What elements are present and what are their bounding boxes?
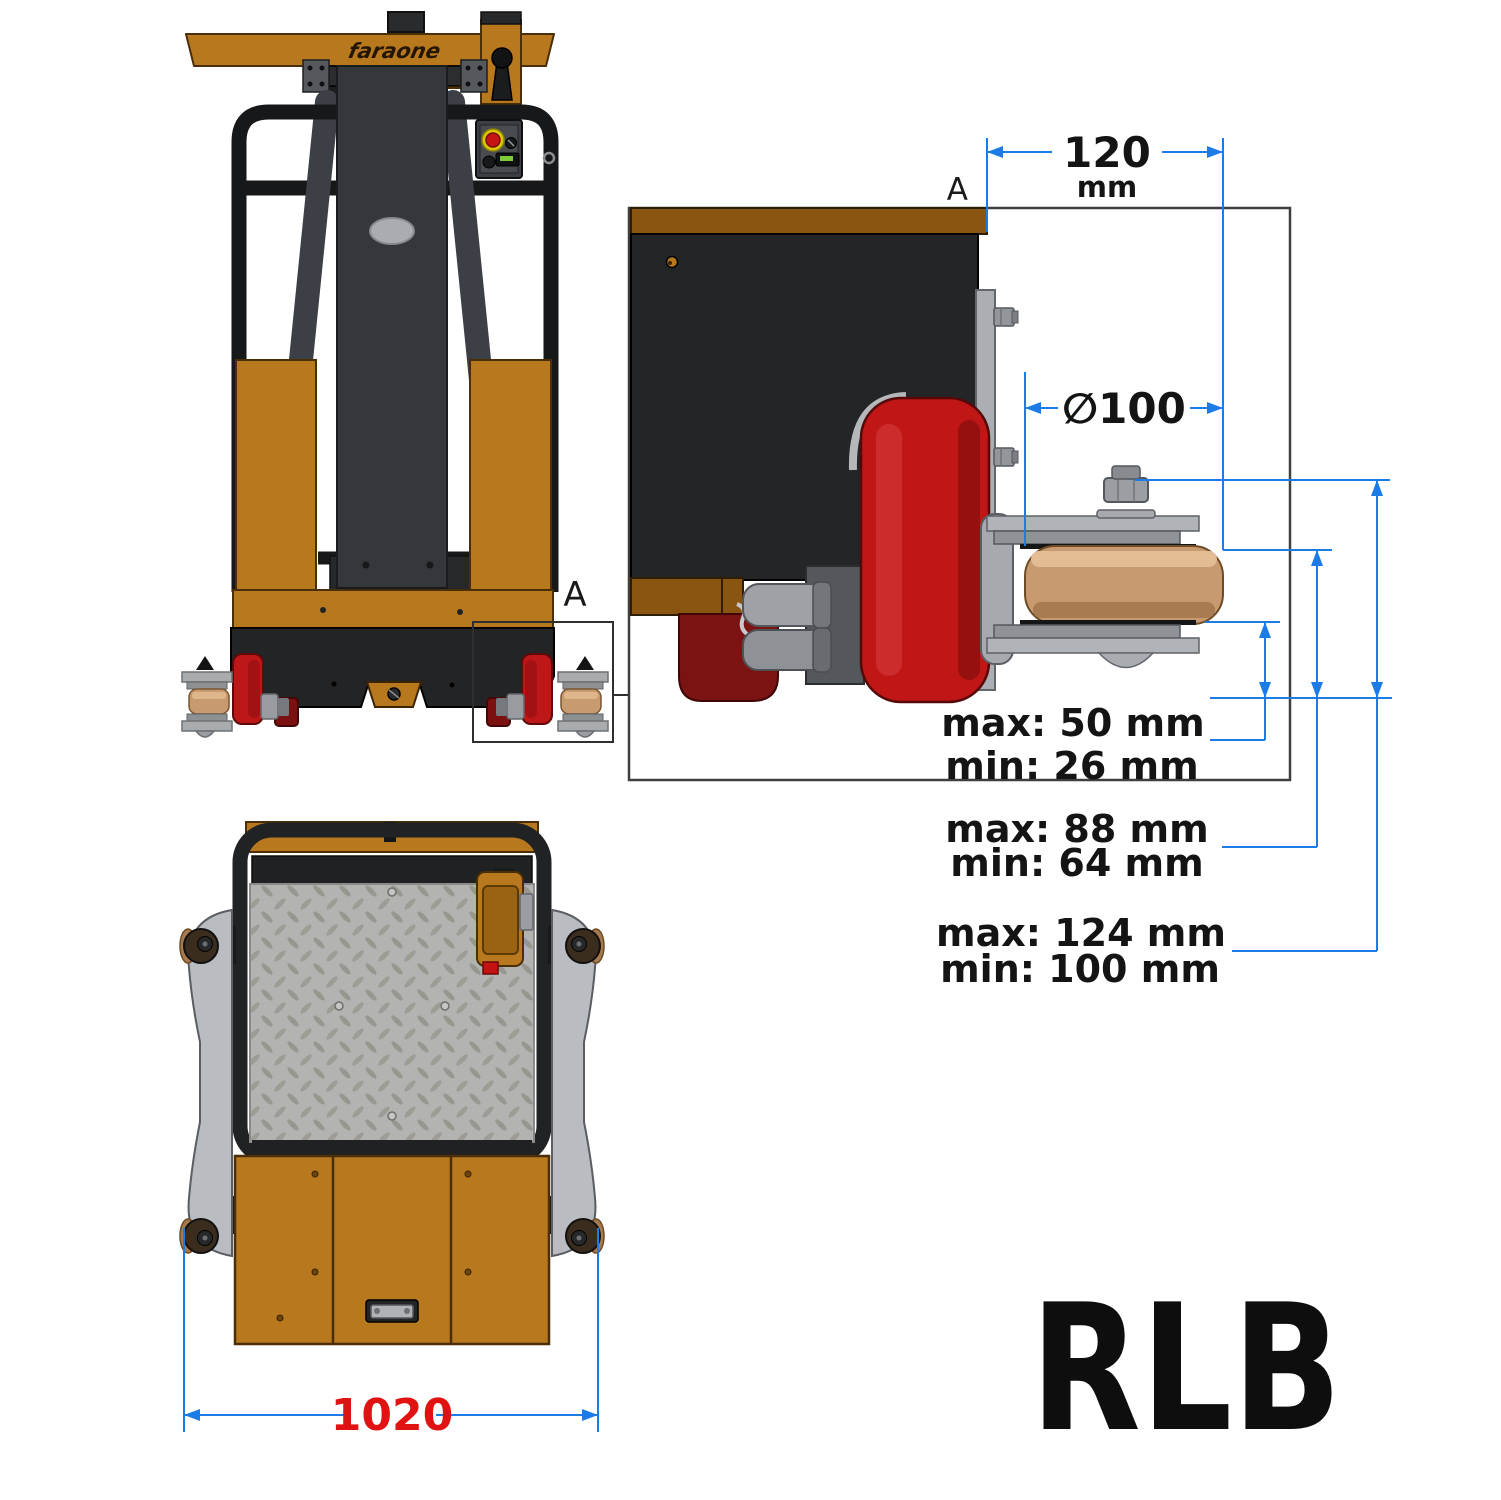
control-panel (475, 119, 523, 179)
brand-logo: faraone (346, 39, 443, 64)
stabilizer-roller-right (557, 656, 609, 738)
height-dim-2-min: min: 64 mm (950, 841, 1203, 885)
hook-ring (542, 151, 556, 165)
width-dimension-unit: mm (1077, 170, 1137, 204)
height-dim-1-min: min: 26 mm (945, 744, 1198, 788)
overall-width-value: 1020 (331, 1390, 453, 1441)
joystick (491, 47, 513, 101)
detail-callout-label: A (563, 575, 586, 615)
handle-cutout (369, 217, 415, 245)
control-box-top (476, 868, 534, 975)
bottom-panels (233, 1154, 551, 1346)
diameter-dimension: ∅100 (1062, 384, 1186, 433)
model-name: RLB (1030, 1266, 1341, 1470)
roller-bracket-assembly (980, 465, 1224, 669)
control-knob (482, 155, 496, 169)
detail-callout-box (472, 621, 614, 743)
height-dim-1-max: max: 50 mm (941, 701, 1204, 745)
side-bracket-left (179, 908, 233, 1258)
front-view-illustration: faraone (181, 11, 629, 743)
mast-plate (336, 65, 448, 589)
height-dim-2-max: max: 88 mm (945, 807, 1208, 851)
drive-wheel-detail (859, 396, 991, 704)
side-bracket-right (551, 908, 605, 1258)
motor-cylinders (742, 581, 832, 673)
drive-wheels (232, 653, 553, 727)
height-dim-3-min: min: 100 mm (940, 947, 1220, 991)
top-view-illustration: 1020 (179, 821, 605, 1441)
overall-width-dimension: 1020 (183, 1228, 599, 1441)
width-dimension-value: 120 (1063, 128, 1151, 177)
mount-bolts (993, 307, 1019, 467)
stabilizer-roller-left (181, 656, 233, 738)
section-label: A (947, 172, 968, 208)
height-dim-3-max: max: 124 mm (936, 911, 1226, 955)
detail-view-a: A (627, 172, 1292, 782)
dimension-annotations: 120 mm ∅100 max: 50 mm min: 26 mm max: 8… (936, 128, 1392, 991)
